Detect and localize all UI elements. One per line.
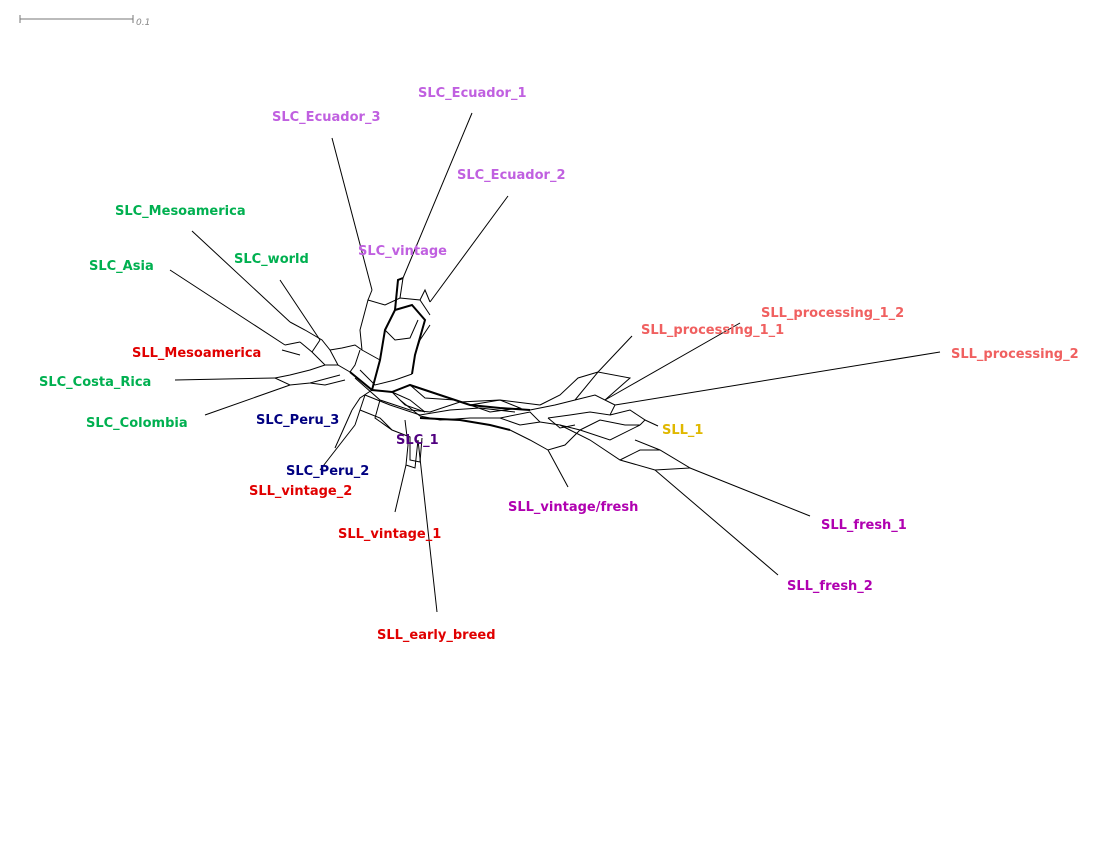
terminal-branches xyxy=(169,112,941,613)
taxon-label-slc-ecuador-3: SLC_Ecuador_3 xyxy=(272,110,381,125)
taxon-label-slc-mesoamerica: SLC_Mesoamerica xyxy=(115,204,246,219)
scale-bar: 0.1 xyxy=(19,15,150,28)
taxon-label-slc-peru-3: SLC_Peru_3 xyxy=(256,413,339,428)
taxon-label-slc-ecuador-2: SLC_Ecuador_2 xyxy=(457,168,566,183)
taxon-label-slc-costa-rica: SLC_Costa_Rica xyxy=(39,375,151,390)
taxon-label-slc-asia: SLC_Asia xyxy=(89,259,154,274)
taxon-label-sll-processing-1-2: SLL_processing_1_2 xyxy=(761,306,904,321)
taxon-label-sll-early-breed: SLL_early_breed xyxy=(377,628,496,643)
taxon-label-sll-vintage-1: SLL_vintage_1 xyxy=(338,527,441,542)
scale-bar-label: 0.1 xyxy=(136,18,150,28)
taxon-labels: SLC_Ecuador_1 SLC_Ecuador_3 SLC_Ecuador_… xyxy=(39,86,1079,643)
taxon-label-sll-mesoamerica: SLL_Mesoamerica xyxy=(132,346,261,361)
taxon-label-slc-colombia: SLC_Colombia xyxy=(86,416,188,431)
taxon-label-slc-1: SLC_1 xyxy=(396,433,439,448)
taxon-label-slc-world: SLC_world xyxy=(234,252,309,267)
taxon-label-sll-processing-2: SLL_processing_2 xyxy=(951,347,1079,362)
taxon-label-sll-vintage-2: SLL_vintage_2 xyxy=(249,484,352,499)
taxon-label-slc-ecuador-1: SLC_Ecuador_1 xyxy=(418,86,527,101)
taxon-label-sll-fresh-2: SLL_fresh_2 xyxy=(787,579,873,594)
taxon-label-sll-fresh-1: SLL_fresh_1 xyxy=(821,518,907,533)
taxon-label-slc-vintage: SLC_vintage xyxy=(358,244,447,259)
taxon-label-sll-vintage-fresh: SLL_vintage/fresh xyxy=(508,500,638,515)
taxon-label-sll-processing-1-1: SLL_processing_1_1 xyxy=(641,323,784,338)
network-edges xyxy=(274,277,692,471)
taxon-label-slc-peru-2: SLC_Peru_2 xyxy=(286,464,369,479)
taxon-label-sll-1: SLL_1 xyxy=(662,423,703,438)
